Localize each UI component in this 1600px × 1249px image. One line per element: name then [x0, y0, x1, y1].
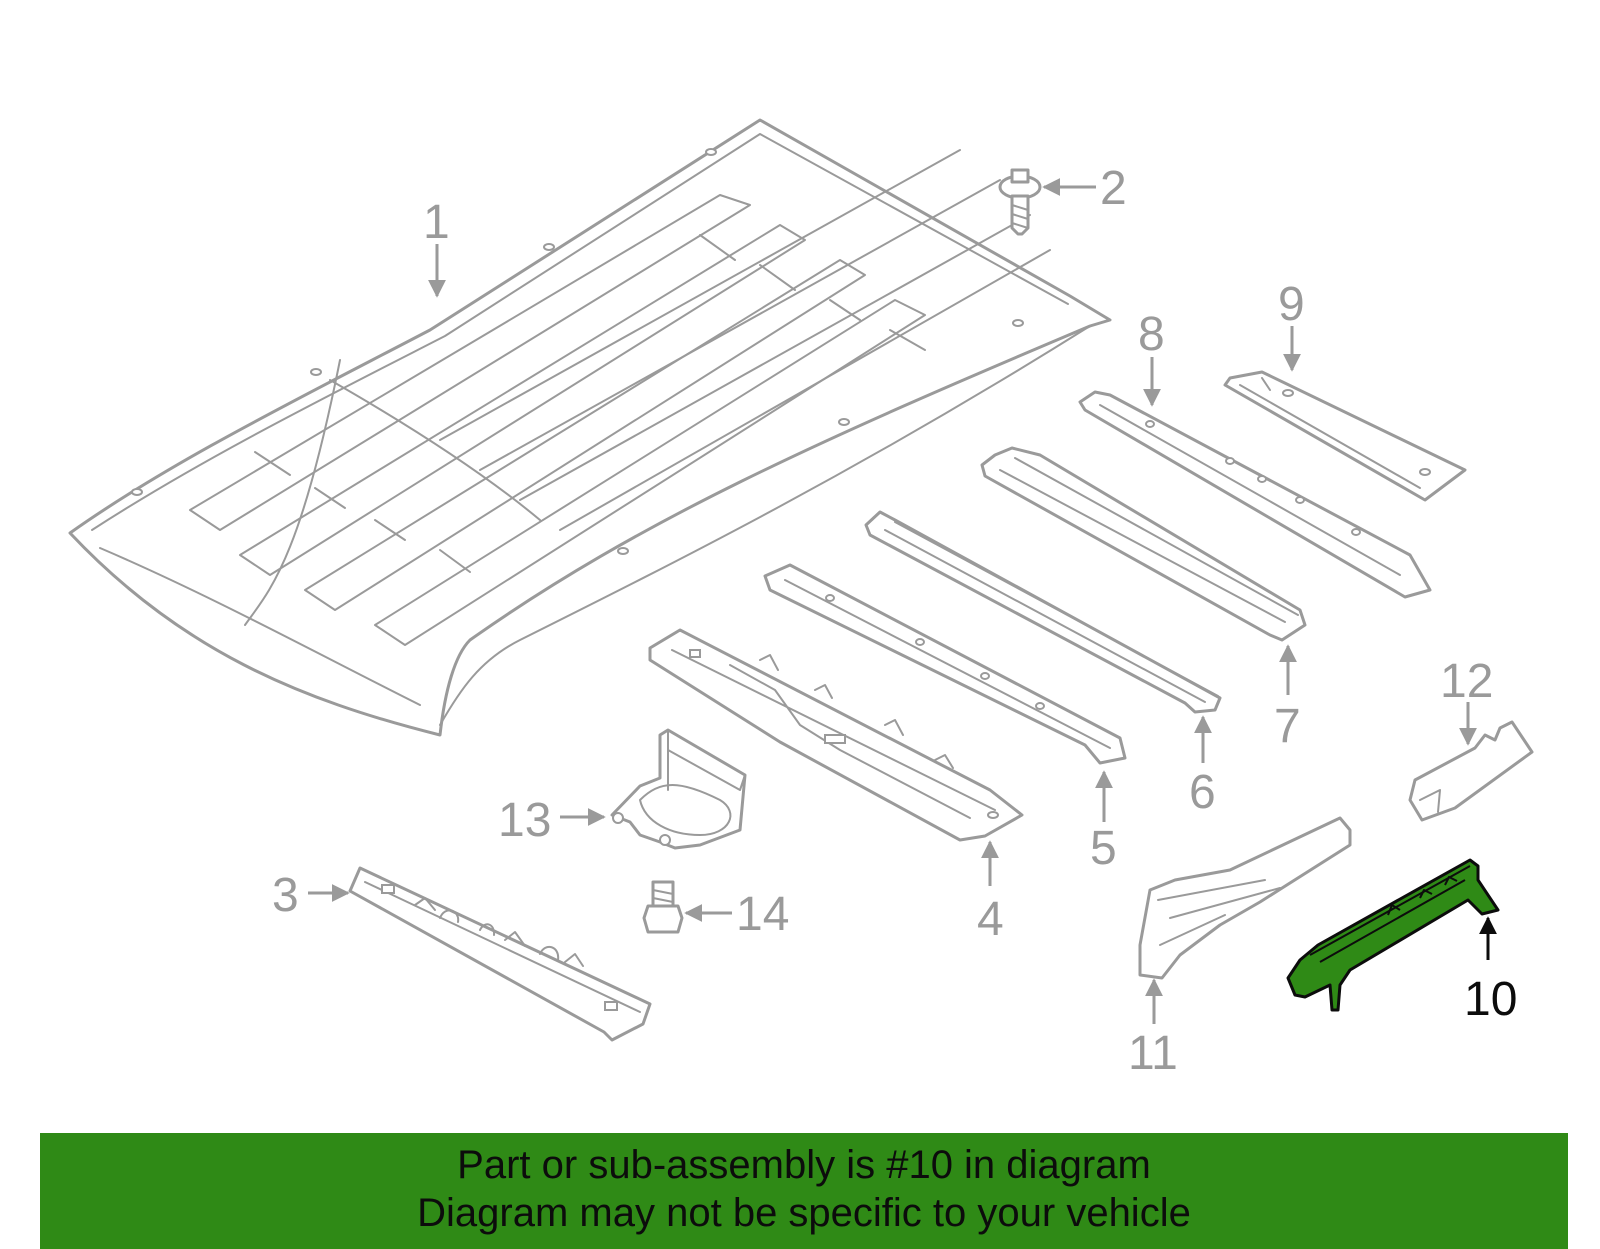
roof-bow-part-7[interactable]: [980, 446, 1307, 642]
callout-10-label: 10: [1464, 973, 1517, 1026]
callout-8-label: 8: [1138, 308, 1165, 361]
roof-bow-part-8[interactable]: [1078, 390, 1432, 599]
callout-6: 6: [1189, 715, 1216, 819]
rail-reinforcement-part-11[interactable]: [1138, 816, 1352, 980]
callout-13-label: 13: [498, 794, 551, 847]
callout-7: 7: [1274, 644, 1301, 753]
callout-3: 3: [272, 869, 350, 922]
small-bracket-part-12[interactable]: [1408, 720, 1534, 822]
callout-8: 8: [1138, 308, 1165, 407]
callout-3-label: 3: [272, 869, 299, 922]
callout-4: 4: [977, 840, 1004, 946]
callout-9-label: 9: [1278, 278, 1305, 331]
bracket-part-13[interactable]: [610, 728, 747, 850]
caption-banner: Part or sub-assembly is #10 in diagram D…: [40, 1133, 1568, 1249]
front-header-rail-part-3[interactable]: [348, 866, 652, 1042]
caption-line-2: Diagram may not be specific to your vehi…: [417, 1191, 1191, 1235]
callout-12-label: 12: [1440, 655, 1493, 708]
callout-5-label: 5: [1090, 822, 1117, 875]
callout-2: 2: [1042, 162, 1127, 215]
callout-10: 10: [1464, 916, 1517, 1026]
rail-bracket-part-10[interactable]: [1286, 858, 1500, 1012]
callout-13: 13: [498, 794, 606, 847]
callout-1: 1: [423, 196, 450, 298]
callout-11: 11: [1128, 978, 1178, 1080]
callout-6-label: 6: [1189, 766, 1216, 819]
callout-9: 9: [1278, 278, 1305, 372]
roof-panel-part-1[interactable]: [68, 118, 1112, 737]
callout-5: 5: [1090, 770, 1117, 875]
callout-14: 14: [684, 888, 789, 941]
bolt-part-14[interactable]: [642, 880, 684, 934]
callout-12: 12: [1440, 655, 1493, 746]
callout-4-label: 4: [977, 893, 1004, 946]
callout-1-label: 1: [423, 196, 450, 249]
roof-bow-part-4[interactable]: [648, 628, 1024, 842]
rear-header-part-9[interactable]: [1223, 370, 1467, 502]
roof-bow-part-6[interactable]: [864, 510, 1222, 714]
callout-14-label: 14: [736, 888, 789, 941]
callout-2-label: 2: [1100, 162, 1127, 215]
bolt-part-2[interactable]: [998, 168, 1042, 236]
callout-7-label: 7: [1274, 700, 1301, 753]
caption-line-1: Part or sub-assembly is #10 in diagram: [457, 1143, 1151, 1187]
callout-11-label: 11: [1128, 1027, 1178, 1080]
roof-bow-part-5[interactable]: [763, 563, 1127, 765]
